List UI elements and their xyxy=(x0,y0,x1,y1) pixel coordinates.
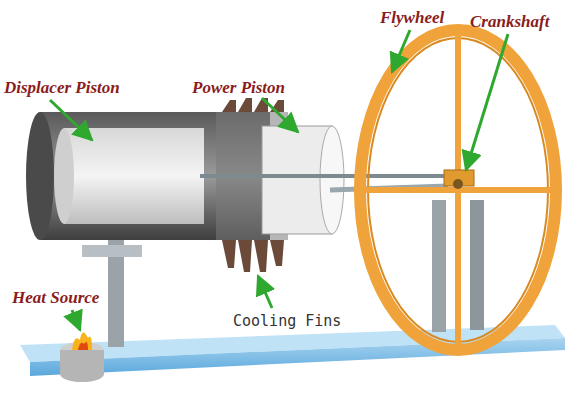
part-label: Flywheel xyxy=(380,8,444,28)
leader-arrows xyxy=(50,30,508,330)
cylinder-end xyxy=(26,112,54,240)
flywheel-stand xyxy=(432,200,446,332)
flame xyxy=(72,332,92,350)
part-label: Heat Source xyxy=(12,288,99,308)
part-label: Crankshaft xyxy=(470,12,549,32)
part-label: Power Piston xyxy=(192,78,285,98)
power-piston-face xyxy=(320,126,344,234)
displacer-piston xyxy=(64,128,204,224)
part-label: Displacer Piston xyxy=(4,78,120,98)
flywheel-stand xyxy=(470,200,484,330)
flame-core xyxy=(78,342,88,350)
part-label: Cooling Fins xyxy=(228,310,346,332)
burner-body xyxy=(60,350,104,382)
connecting-rod xyxy=(200,174,452,178)
stand-top xyxy=(82,245,142,257)
displacer-end xyxy=(54,128,74,224)
crank-pin xyxy=(453,179,463,189)
flywheel xyxy=(360,30,556,350)
